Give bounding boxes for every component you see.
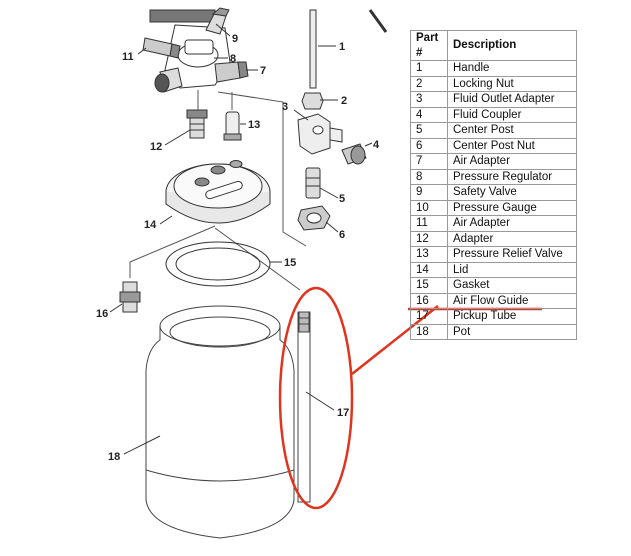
header-part-number: Part # [410,30,448,61]
part-number: 2 [410,75,448,92]
part-number: 17 [410,308,448,325]
callout-7: 7 [260,65,266,77]
callout-17: 17 [337,407,349,419]
callout-4: 4 [373,139,380,151]
part-number: 18 [410,323,448,340]
part-description: Adapter [447,230,577,247]
highlight-ellipse [278,286,354,510]
part-number: 14 [410,261,448,278]
part-description: Pressure Relief Valve [447,246,577,263]
air-adapter-7 [214,61,249,83]
part-description: Safety Valve [447,184,577,201]
callout-16: 16 [96,308,108,320]
part-description: Center Post Nut [447,137,577,154]
callout-8: 8 [230,53,236,65]
handle-1 [309,9,388,89]
callout-13: 13 [248,119,260,131]
gasket-15 [165,241,271,287]
adapter-12 [186,109,208,139]
pickup-tube-17 [297,311,311,503]
part-description: Pressure Gauge [447,199,577,216]
callout-1: 1 [339,41,345,53]
part-number: 16 [410,292,448,309]
header-description: Description [447,30,577,61]
table-header-row: Part # Description [410,30,577,61]
part-description: Pressure Regulator [447,168,577,185]
callout-3: 3 [282,101,288,113]
part-description: Center Post [447,122,577,139]
callout-14: 14 [144,219,157,231]
part-description: Pot [447,323,577,340]
pot-18 [145,305,295,539]
callout-11: 11 [122,51,134,63]
part-description: Air Flow Guide [447,292,577,309]
callout-12: 12 [150,141,162,153]
callout-15: 15 [284,257,296,269]
part-number: 10 [410,199,448,216]
part-number: 4 [410,106,448,123]
callout-6: 6 [339,229,345,241]
fluid-outlet-adapter-3 [297,113,343,155]
fluid-coupler-4 [341,143,367,165]
callout-5: 5 [339,193,345,205]
leader-lines [109,23,373,455]
part-description: Fluid Outlet Adapter [447,91,577,108]
callout-2: 2 [341,95,347,107]
part-number: 5 [410,122,448,139]
part-description: Locking Nut [447,75,577,92]
callout-18: 18 [108,451,120,463]
part-number: 11 [410,215,448,232]
relief-valve-13 [223,111,242,141]
part-number: 12 [410,230,448,247]
part-number: 8 [410,168,448,185]
part-description: Fluid Coupler [447,106,577,123]
pressure-regulator [149,9,231,93]
part-number: 7 [410,153,448,170]
part-description: Gasket [447,277,577,294]
part-number: 9 [410,184,448,201]
part-description: Pickup Tube [447,308,577,325]
air-adapter-11 [142,37,181,59]
part-description: Handle [447,60,577,77]
part-description: Air Adapter [447,215,577,232]
lid-14 [165,160,271,224]
part-number: 13 [410,246,448,263]
callout-9: 9 [232,33,238,45]
air-flow-guide-16 [119,281,141,313]
safety-valve [205,7,230,35]
part-number: 6 [410,137,448,154]
part-number: 1 [410,60,448,77]
center-post-nut-6 [297,205,331,231]
locking-nut-2 [301,92,324,110]
part-number: 15 [410,277,448,294]
center-post-5 [305,167,321,199]
part-description: Air Adapter [447,153,577,170]
part-number: 3 [410,91,448,108]
part-description: Lid [447,261,577,278]
